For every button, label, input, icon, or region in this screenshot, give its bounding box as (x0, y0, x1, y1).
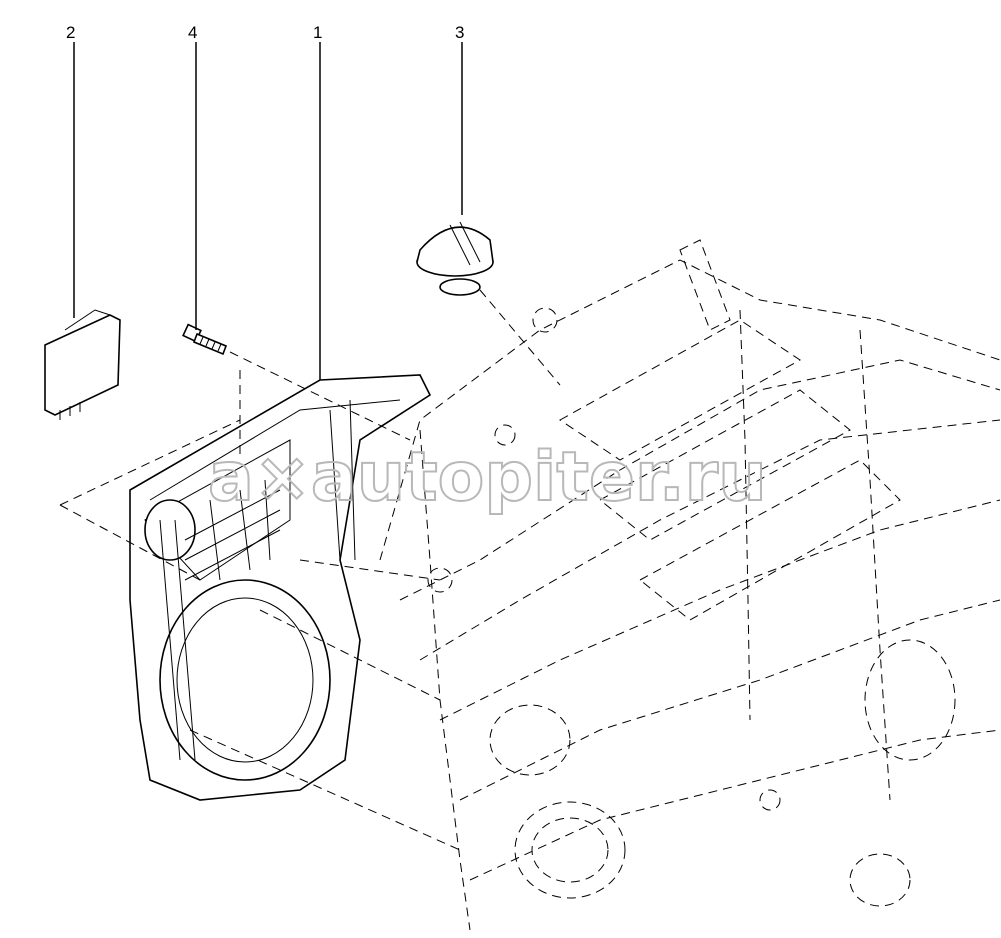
leader-lines (73, 42, 463, 380)
watermark-logo: a×autopiter.ru (208, 438, 767, 517)
callout-3: 3 (455, 23, 464, 42)
timing-cover-part-1 (129, 374, 432, 801)
assembly-lines (59, 289, 561, 851)
bolt-part-4 (182, 323, 228, 356)
callout-2: 2 (66, 23, 75, 42)
callout-4: 4 (188, 23, 197, 42)
engine-block (379, 239, 1001, 931)
oil-cap-part-3 (416, 221, 494, 296)
callout-1: 1 (313, 23, 322, 42)
cover-plate-part-2 (44, 309, 121, 420)
